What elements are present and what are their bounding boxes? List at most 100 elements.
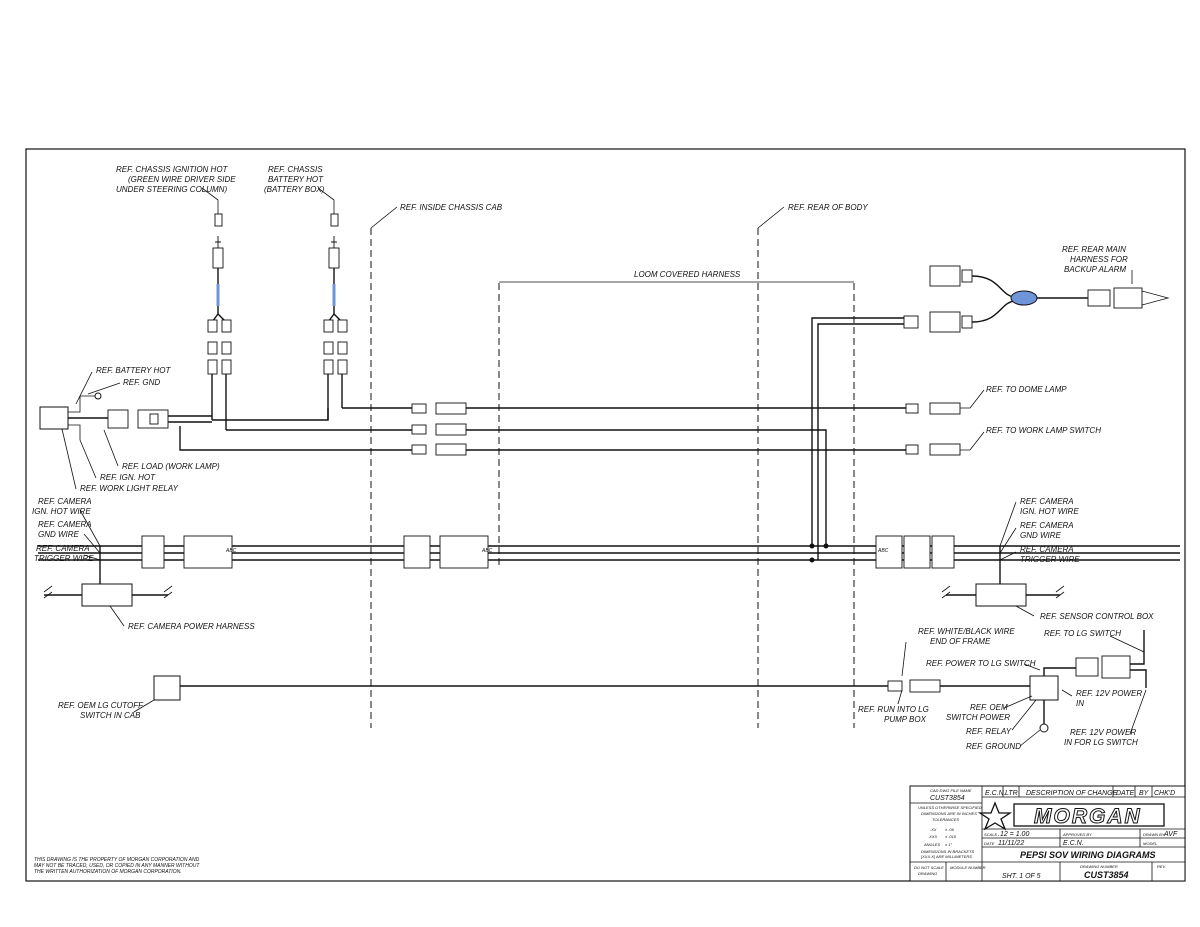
svg-text:DATE: DATE bbox=[984, 841, 995, 846]
label-sensor-box: REF. SENSOR CONTROL BOX bbox=[1040, 612, 1154, 621]
camera-labels-left: REF. CAMERA IGN. HOT WIRE REF. CAMERA GN… bbox=[32, 497, 101, 563]
svg-text:DATE: DATE bbox=[1116, 790, 1134, 797]
svg-text:IN FOR LG SWITCH: IN FOR LG SWITCH bbox=[1064, 738, 1138, 747]
star-logo-icon bbox=[977, 801, 1013, 831]
label-work-light-relay: REF. WORK LIGHT RELAY bbox=[80, 484, 179, 493]
svg-text:[XXX.X] ARE MILLIMETERS: [XXX.X] ARE MILLIMETERS bbox=[920, 854, 972, 859]
svg-text:± .06: ± .06 bbox=[945, 827, 955, 832]
svg-text:REV.: REV. bbox=[1157, 864, 1166, 869]
drop-harness-battery bbox=[323, 213, 348, 420]
svg-text:E.C.N.: E.C.N. bbox=[985, 790, 1006, 797]
work-light-relay bbox=[39, 392, 412, 451]
svg-text:IGN. HOT WIRE: IGN. HOT WIRE bbox=[1020, 507, 1079, 516]
drop-harness-ignition bbox=[207, 213, 232, 430]
label-battery-hot: REF. BATTERY HOT bbox=[96, 366, 171, 375]
label-to-lg-switch: REF. TO LG SWITCH bbox=[1044, 629, 1121, 638]
svg-text:REF. CAMERA: REF. CAMERA bbox=[38, 497, 92, 506]
mid-connectors: REF. TO DOME LAMP REF. TO WORK LAMP SWIT… bbox=[411, 385, 1101, 546]
rear-main-harness: REF. REAR MAIN HARNESS FOR BACKUP ALARM bbox=[903, 245, 1170, 333]
svg-text:HARNESS FOR: HARNESS FOR bbox=[1070, 255, 1128, 264]
svg-text:CUST3854: CUST3854 bbox=[1084, 870, 1129, 880]
svg-text:UNLESS OTHERWISE SPECIFIED: UNLESS OTHERWISE SPECIFIED bbox=[918, 805, 982, 810]
label-load: REF. LOAD (WORK LAMP) bbox=[122, 462, 220, 471]
drawing-title: PEPSI SOV WIRING DIAGRAMS bbox=[1020, 850, 1156, 860]
zone-rear-body: REF. REAR OF BODY bbox=[757, 203, 868, 728]
svg-text:PUMP BOX: PUMP BOX bbox=[884, 715, 927, 724]
svg-text:11/11/22: 11/11/22 bbox=[998, 840, 1024, 847]
label-ground: REF. GROUND bbox=[966, 742, 1021, 751]
svg-text:ABC: ABC bbox=[225, 548, 237, 554]
svg-text:ANGLES: ANGLES bbox=[923, 842, 941, 847]
svg-text:MAY NOT BE TRACED, USED, OR CO: MAY NOT BE TRACED, USED, OR COPIED IN AN… bbox=[34, 863, 200, 869]
svg-text:DRAWING: DRAWING bbox=[918, 871, 937, 876]
svg-text:BY: BY bbox=[1139, 790, 1150, 797]
zone-loom-harness: LOOM COVERED HARNESS bbox=[498, 270, 855, 728]
label-12v-power: REF. 12V POWER bbox=[1076, 689, 1142, 698]
camera-harness: ABC ABC ABC REF. CAMERA POWER HARNESS RE… bbox=[38, 535, 1180, 631]
svg-text:REF. CAMERA: REF. CAMERA bbox=[1020, 497, 1074, 506]
label-rear-body: REF. REAR OF BODY bbox=[788, 203, 868, 212]
svg-text:IN: IN bbox=[1076, 699, 1084, 708]
morgan-logo: MORGAN bbox=[1034, 805, 1142, 828]
label-chassis-battery-hot: REF. CHASSIS BATTERY HOT (BATTERY BOX) bbox=[264, 165, 335, 214]
svg-text:REF. CHASSIS IGNITION HOT: REF. CHASSIS IGNITION HOT bbox=[116, 165, 229, 174]
label-power-lg: REF. POWER TO LG SWITCH bbox=[926, 659, 1036, 668]
label-gnd: REF. GND bbox=[123, 378, 160, 387]
svg-text:DIMENSIONS ARE IN INCHES: DIMENSIONS ARE IN INCHES bbox=[921, 811, 977, 816]
label-ign-hot: REF. IGN. HOT bbox=[100, 473, 156, 482]
svg-text:DRAWN BY: DRAWN BY bbox=[1143, 832, 1165, 837]
svg-text:E.C.N.: E.C.N. bbox=[1063, 840, 1084, 847]
label-ignition-hot: REF. CHASSIS IGNITION HOT (GREEN WIRE DR… bbox=[116, 165, 236, 214]
label-white-black: REF. WHITE/BLACK WIRE bbox=[918, 627, 1015, 636]
label-12v-power-lg: REF. 12V POWER bbox=[1070, 728, 1136, 737]
svg-text:REF. CHASSIS: REF. CHASSIS bbox=[268, 165, 323, 174]
label-run-into: REF. RUN INTO LG bbox=[858, 705, 929, 714]
svg-text:IGN. HOT WIRE: IGN. HOT WIRE bbox=[32, 507, 91, 516]
svg-text:± .010: ± .010 bbox=[945, 834, 957, 839]
svg-text:DO NOT SCALE: DO NOT SCALE bbox=[914, 865, 944, 870]
label-dome-lamp: REF. TO DOME LAMP bbox=[986, 385, 1067, 394]
svg-text:UNDER STEERING COLUMN): UNDER STEERING COLUMN) bbox=[116, 185, 227, 194]
svg-text:ABC: ABC bbox=[481, 548, 493, 554]
svg-text:SCALE: SCALE bbox=[984, 832, 997, 837]
label-camera-power: REF. CAMERA POWER HARNESS bbox=[128, 622, 255, 631]
relay-labels: REF. BATTERY HOT REF. GND REF. LOAD (WOR… bbox=[61, 366, 220, 493]
svg-text:LTR: LTR bbox=[1005, 790, 1018, 797]
svg-text:THIS DRAWING IS THE PROPERTY O: THIS DRAWING IS THE PROPERTY OF MORGAN C… bbox=[34, 857, 200, 863]
label-oem-switch-power: REF. OEM bbox=[970, 703, 1008, 712]
svg-text:.XXX: .XXX bbox=[928, 834, 937, 839]
svg-text:REF. CAMERA: REF. CAMERA bbox=[1020, 545, 1074, 554]
svg-text:MODEL: MODEL bbox=[1143, 841, 1157, 846]
label-rear-main: REF. REAR MAIN bbox=[1062, 245, 1126, 254]
svg-text:.XX: .XX bbox=[930, 827, 937, 832]
svg-text:(GREEN WIRE DRIVER SIDE: (GREEN WIRE DRIVER SIDE bbox=[128, 175, 236, 184]
label-work-lamp-switch: REF. TO WORK LAMP SWITCH bbox=[986, 426, 1101, 435]
svg-text:GND WIRE: GND WIRE bbox=[38, 530, 80, 539]
svg-text:TOLERANCES: TOLERANCES bbox=[932, 817, 959, 822]
svg-text:REF. CAMERA: REF. CAMERA bbox=[36, 544, 90, 553]
sheet-border bbox=[25, 148, 1186, 882]
svg-text:DESCRIPTION OF CHANGE: DESCRIPTION OF CHANGE bbox=[1026, 790, 1118, 797]
trunk-lines bbox=[809, 317, 904, 563]
svg-text:TRIGGER WIRE: TRIGGER WIRE bbox=[1020, 555, 1080, 564]
svg-text:DIMENSIONS IN BRACKETS: DIMENSIONS IN BRACKETS bbox=[921, 849, 974, 854]
svg-text:DRAWING NUMBER: DRAWING NUMBER bbox=[1080, 864, 1118, 869]
label-loom: LOOM COVERED HARNESS bbox=[634, 270, 741, 279]
svg-text:CAD DWG FILE NAME: CAD DWG FILE NAME bbox=[930, 788, 972, 793]
svg-text:THE WRITTEN AUTHORIZATION OF M: THE WRITTEN AUTHORIZATION OF MORGAN CORP… bbox=[34, 869, 182, 875]
svg-text:TRIGGER WIRE: TRIGGER WIRE bbox=[34, 554, 94, 563]
svg-text:END OF FRAME: END OF FRAME bbox=[930, 637, 991, 646]
camera-labels-right: REF. CAMERA IGN. HOT WIRE REF. CAMERA GN… bbox=[999, 497, 1080, 564]
svg-text:SHT. 1 OF 5: SHT. 1 OF 5 bbox=[1002, 873, 1041, 880]
svg-text:GND WIRE: GND WIRE bbox=[1020, 531, 1062, 540]
label-relay: REF. RELAY bbox=[966, 727, 1012, 736]
svg-text:(BATTERY BOX): (BATTERY BOX) bbox=[264, 185, 325, 194]
zone-inside-cab: REF. INSIDE CHASSIS CAB bbox=[370, 203, 503, 728]
svg-text:MODULE NUMBER: MODULE NUMBER bbox=[950, 865, 986, 870]
label-inside-cab: REF. INSIDE CHASSIS CAB bbox=[400, 203, 503, 212]
svg-text:BATTERY HOT: BATTERY HOT bbox=[268, 175, 324, 184]
svg-text:AVF: AVF bbox=[1163, 831, 1178, 838]
svg-text:APPROVED BY: APPROVED BY bbox=[1062, 832, 1092, 837]
svg-text:ABC: ABC bbox=[877, 548, 889, 554]
